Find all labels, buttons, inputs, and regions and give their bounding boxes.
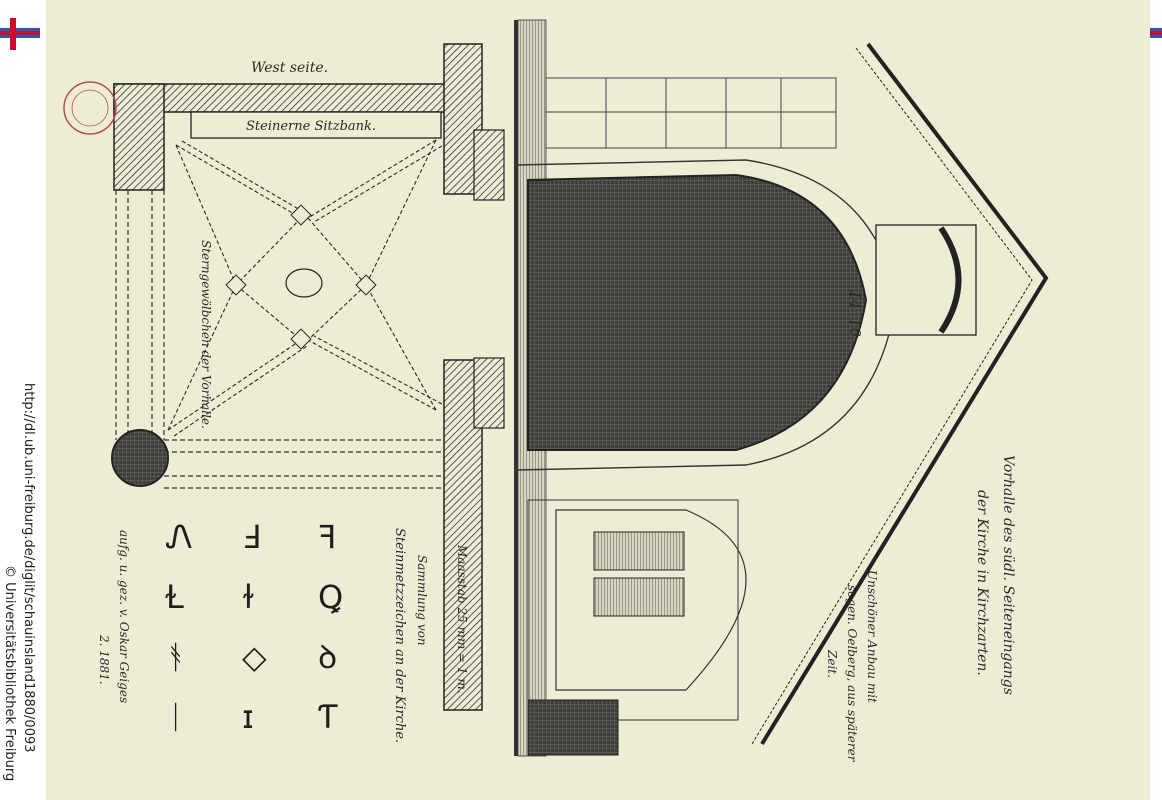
annex-note-line2: sogen. Oelberg, aus späterer (845, 585, 859, 763)
annex-note-line1: Unschöner Anbau mit (865, 570, 879, 703)
lower-wall (527, 499, 739, 721)
mason-mark: Ƭ (318, 698, 338, 736)
bench-label: Steinerne Sitzbank. (246, 119, 376, 134)
corner-pillar (111, 429, 169, 487)
annex-arch (555, 509, 747, 691)
pointed-arch-doorway (527, 173, 868, 451)
library-flag-icon (1150, 28, 1162, 38)
mason-mark: Ɫ (165, 578, 184, 616)
year-right-digits: 10 (846, 318, 864, 338)
mason-mark: Ꝗ (318, 578, 343, 616)
library-flag-icon (0, 18, 40, 50)
elevation-title-line2: der Kirche in Kirchzarten. (974, 490, 990, 676)
vault-label: Sterngewölbchen der Vorhalle. (199, 240, 213, 429)
credit-line2: 2. 1881. (97, 634, 111, 685)
elevation-ground-line (514, 20, 518, 756)
library-stamp (63, 81, 117, 135)
copyright-notice: © Universitätsbibliothek Freiburg (2, 565, 17, 782)
left-margin: http://dl.ub.uni-freiburg.de/diglit/scha… (0, 0, 46, 800)
mason-mark: ɫ (242, 578, 255, 616)
elevation-view: 14 10 Vorhalle des südl. Seiteneingangs … (514, 19, 1049, 763)
mason-marks-collection: Sammlung von Steinmetzzeichen an der Kir… (97, 518, 429, 743)
elevation-title-line1: Vorhalle des südl. Seiteneingangs (1000, 455, 1016, 695)
door-jamb-top (473, 129, 505, 201)
mason-mark: Ⅎ (242, 518, 260, 556)
west-wall (113, 83, 455, 113)
mason-mark: ꝺ (318, 638, 337, 676)
star-vault (167, 139, 443, 437)
gable-roof-line (760, 42, 1049, 746)
scale-label: Maasstab 25 mm = 1 m. (455, 544, 469, 694)
west-side-label: West seite. (251, 60, 328, 76)
architectural-drawing: West seite. Steinerne Sitzbank. Sterngew… (63, 19, 1049, 763)
mason-mark: Ꮑ (166, 518, 193, 556)
mason-mark: ꟻ (318, 518, 336, 556)
base-block (527, 699, 619, 756)
source-url[interactable]: http://dl.ub.uni-freiburg.de/diglit/scha… (21, 383, 36, 753)
mason-mark: ᛁ (166, 698, 185, 736)
door-jamb-bottom (473, 357, 505, 429)
mason-mark: ᚬ (166, 638, 185, 676)
year-left-digits: 14 (846, 290, 864, 309)
mason-mark: ◇ (242, 638, 267, 676)
marks-heading-line2: Steinmetzzeichen an der Kirche. (392, 528, 407, 743)
annex-window-lower (593, 577, 685, 617)
right-margin (1150, 0, 1162, 800)
annex-note-line3: Zeit. (825, 649, 839, 678)
marks-heading-line1: Sammlung von (415, 555, 429, 646)
stone-bench (190, 111, 442, 139)
ashlar-masonry (545, 77, 837, 149)
vault-boss (285, 268, 323, 298)
mason-mark: ɪ (242, 698, 254, 736)
annex-window-upper (593, 531, 685, 571)
plan-view: West seite. Steinerne Sitzbank. Sterngew… (111, 43, 505, 711)
west-wall-corner (113, 83, 165, 191)
credit-line1: aufg. u. gez. v. Oskar Geiges (117, 530, 131, 703)
scanned-plate: West seite. Steinerne Sitzbank. Sterngew… (46, 0, 1150, 800)
